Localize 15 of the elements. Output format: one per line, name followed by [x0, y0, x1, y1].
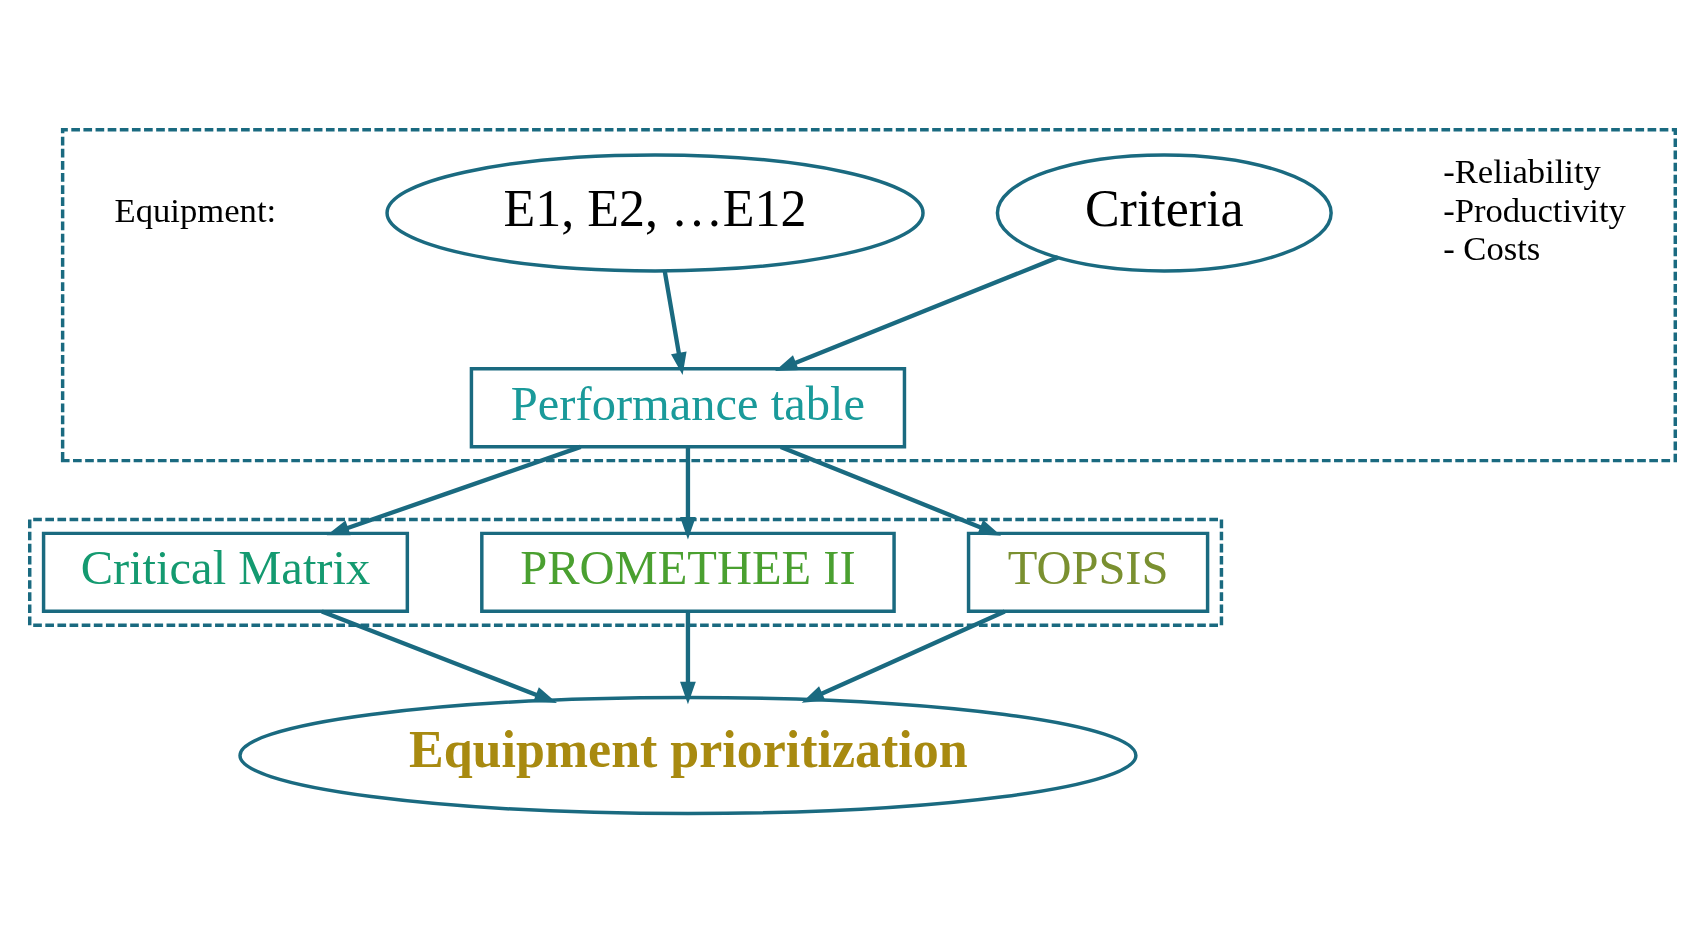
node-box: Performance table — [469, 366, 907, 448]
arrow — [680, 611, 696, 704]
node-box: Critical Matrix — [41, 531, 410, 613]
arrow — [662, 269, 687, 375]
arrow — [774, 254, 1059, 371]
node-box: PROMETHEE II — [480, 531, 896, 613]
node-label: Equipment: — [114, 190, 277, 229]
node-box: TOPSIS — [966, 531, 1210, 613]
node-ellipse: Equipment prioritization — [238, 695, 1138, 815]
arrow — [779, 444, 1002, 536]
node-ellipse: Criteria — [995, 152, 1333, 273]
node-label: -Reliability -Productivity - Costs — [1443, 151, 1626, 267]
node-ellipse: E1, E2, …E12 — [385, 152, 925, 273]
arrow — [680, 446, 696, 539]
cluster — [60, 127, 1677, 462]
